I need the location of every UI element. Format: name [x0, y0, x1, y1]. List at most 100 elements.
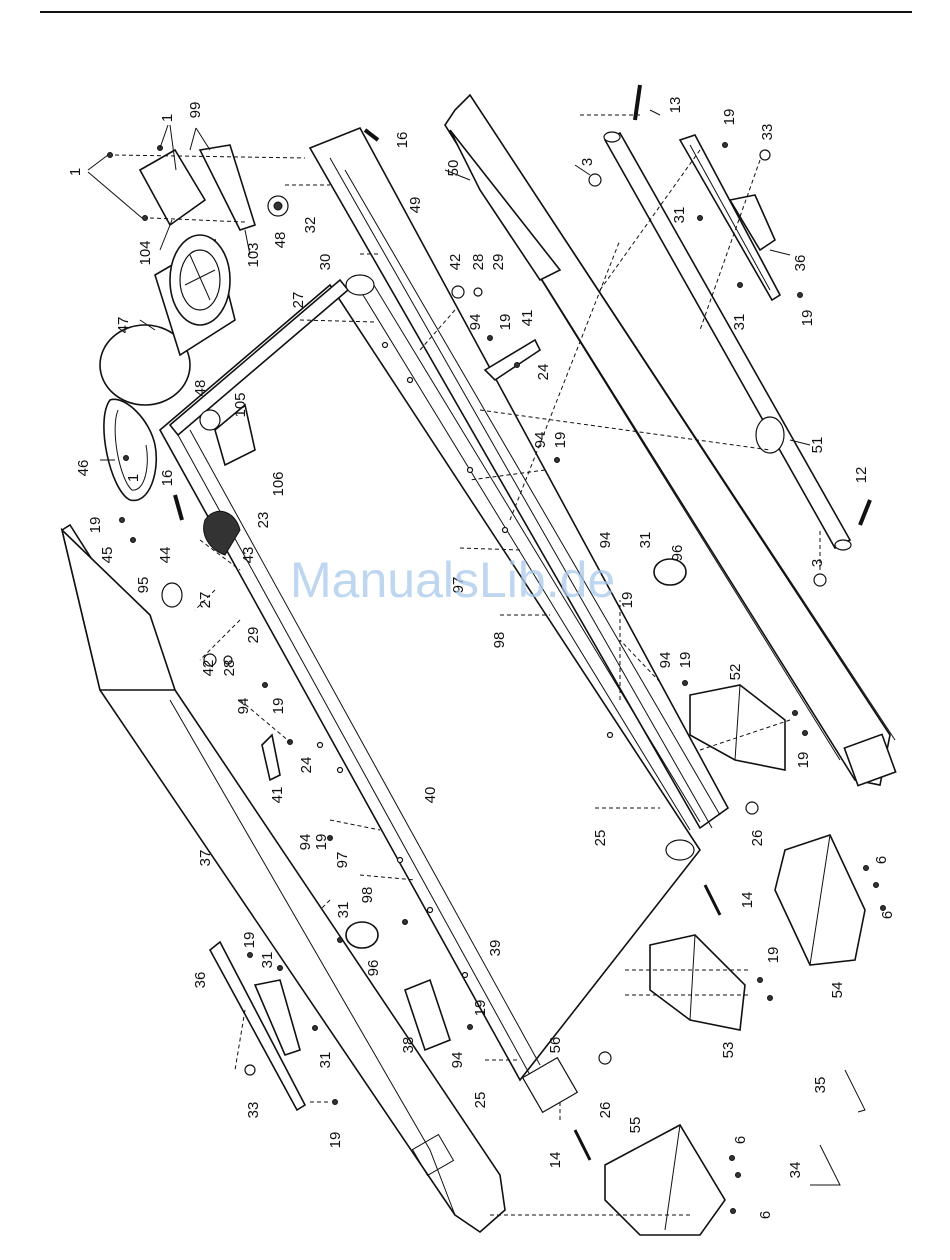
part-number-label-14: 14 [547, 1152, 564, 1169]
part-number-label-41: 41 [519, 310, 536, 327]
part-number-label-32: 32 [302, 217, 319, 234]
part-number-label-46: 46 [75, 460, 92, 477]
part-number-label-6: 6 [873, 856, 890, 864]
part-number-label-1: 1 [159, 114, 176, 122]
part-number-label-50: 50 [445, 160, 462, 177]
part-number-label-19: 19 [795, 752, 812, 769]
rear-foot-53 [649, 934, 746, 1031]
part-number-label-51: 51 [809, 437, 826, 454]
part-number-label-95: 95 [135, 577, 152, 594]
part-number-label-36: 36 [192, 972, 209, 989]
part-number-label-42: 42 [447, 254, 464, 271]
front-roller [603, 131, 852, 551]
part-number-label-13: 13 [667, 97, 684, 114]
part-number-label-38: 38 [400, 1037, 417, 1054]
part-number-label-19: 19 [677, 652, 694, 669]
part-number-label-19: 19 [87, 517, 104, 534]
part-number-label-94: 94 [449, 1052, 466, 1069]
part-number-label-6: 6 [732, 1136, 749, 1144]
part-number-label-31: 31 [259, 952, 276, 969]
part-number-label-56: 56 [547, 1037, 564, 1054]
part-number-label-94: 94 [467, 314, 484, 331]
part-number-label-30: 30 [317, 254, 334, 271]
end-cap-54 [774, 834, 866, 966]
part-number-label-28: 28 [221, 660, 238, 677]
part-number-label-25: 25 [472, 1092, 489, 1109]
part-number-label-24: 24 [298, 757, 315, 774]
part-number-label-14: 14 [739, 892, 756, 909]
part-number-label-94: 94 [532, 432, 549, 449]
part-number-label-41: 41 [269, 787, 286, 804]
part-number-label-31: 31 [637, 532, 654, 549]
part-number-label-49: 49 [407, 197, 424, 214]
main-frame [158, 126, 730, 1114]
part-number-label-47: 47 [115, 317, 132, 334]
part-number-label-39: 39 [487, 940, 504, 957]
part-number-label-19: 19 [270, 698, 287, 715]
part-number-label-54: 54 [829, 982, 846, 999]
part-number-label-1: 1 [67, 168, 84, 176]
frame-holes [316, 341, 614, 979]
part-number-label-48: 48 [192, 380, 209, 397]
part-number-label-94: 94 [597, 532, 614, 549]
part-number-label-19: 19 [313, 834, 330, 851]
part-number-label-45: 45 [99, 547, 116, 564]
part-number-label-52: 52 [727, 664, 744, 681]
part-number-label-31: 31 [317, 1052, 334, 1069]
part-number-label-1: 1 [125, 474, 142, 482]
part-number-label-98: 98 [491, 632, 508, 649]
part-number-label-3: 3 [579, 158, 596, 166]
rear-foot-52 [689, 684, 786, 771]
part-number-label-19: 19 [552, 432, 569, 449]
hardware [107, 84, 886, 1214]
part-number-label-24: 24 [535, 364, 552, 381]
part-number-label-19: 19 [765, 947, 782, 964]
part-number-label-3: 3 [809, 559, 826, 567]
part-number-label-6: 6 [757, 1211, 774, 1219]
part-number-label-19: 19 [619, 592, 636, 609]
part-number-label-34: 34 [787, 1162, 804, 1179]
part-number-label-31: 31 [335, 902, 352, 919]
rail-cover-left [208, 940, 307, 1112]
part-number-label-97: 97 [450, 577, 467, 594]
part-number-label-94: 94 [657, 652, 674, 669]
part-number-label-36: 36 [792, 255, 809, 272]
part-number-label-48: 48 [272, 232, 289, 249]
part-number-label-28: 28 [470, 254, 487, 271]
part-number-label-19: 19 [721, 109, 738, 126]
part-number-label-94: 94 [235, 698, 252, 715]
part-number-label-43: 43 [240, 547, 257, 564]
end-cap-55 [604, 1123, 726, 1236]
part-number-label-33: 33 [245, 1102, 262, 1119]
part-number-label-29: 29 [490, 254, 507, 271]
part-number-label-104: 104 [137, 240, 154, 265]
part-number-label-23: 23 [255, 512, 272, 529]
part-number-label-98: 98 [359, 887, 376, 904]
part-number-label-16: 16 [159, 470, 176, 487]
part-number-label-25: 25 [592, 830, 609, 847]
part-number-label-53: 53 [720, 1042, 737, 1059]
part-number-label-16: 16 [394, 132, 411, 149]
leader-lines [87, 109, 811, 461]
part-number-label-19: 19 [799, 310, 816, 327]
part-number-label-19: 19 [472, 1000, 489, 1017]
part-number-label-44: 44 [157, 547, 174, 564]
part-number-label-42: 42 [200, 660, 217, 677]
part-number-label-40: 40 [422, 787, 439, 804]
part-number-label-35: 35 [812, 1077, 829, 1094]
part-number-label-97: 97 [334, 852, 351, 869]
part-number-label-96: 96 [365, 960, 382, 977]
part-number-label-96: 96 [669, 545, 686, 562]
part-number-label-99: 99 [187, 102, 204, 119]
part-number-label-27: 27 [197, 592, 214, 609]
part-number-label-26: 26 [749, 830, 766, 847]
part-number-label-105: 105 [232, 392, 249, 417]
part-number-label-37: 37 [197, 850, 214, 867]
part-number-label-106: 106 [270, 471, 287, 496]
part-number-label-19: 19 [497, 314, 514, 331]
side-rail-left [60, 523, 506, 1234]
part-number-label-55: 55 [627, 1117, 644, 1134]
motor-assembly [99, 144, 289, 556]
